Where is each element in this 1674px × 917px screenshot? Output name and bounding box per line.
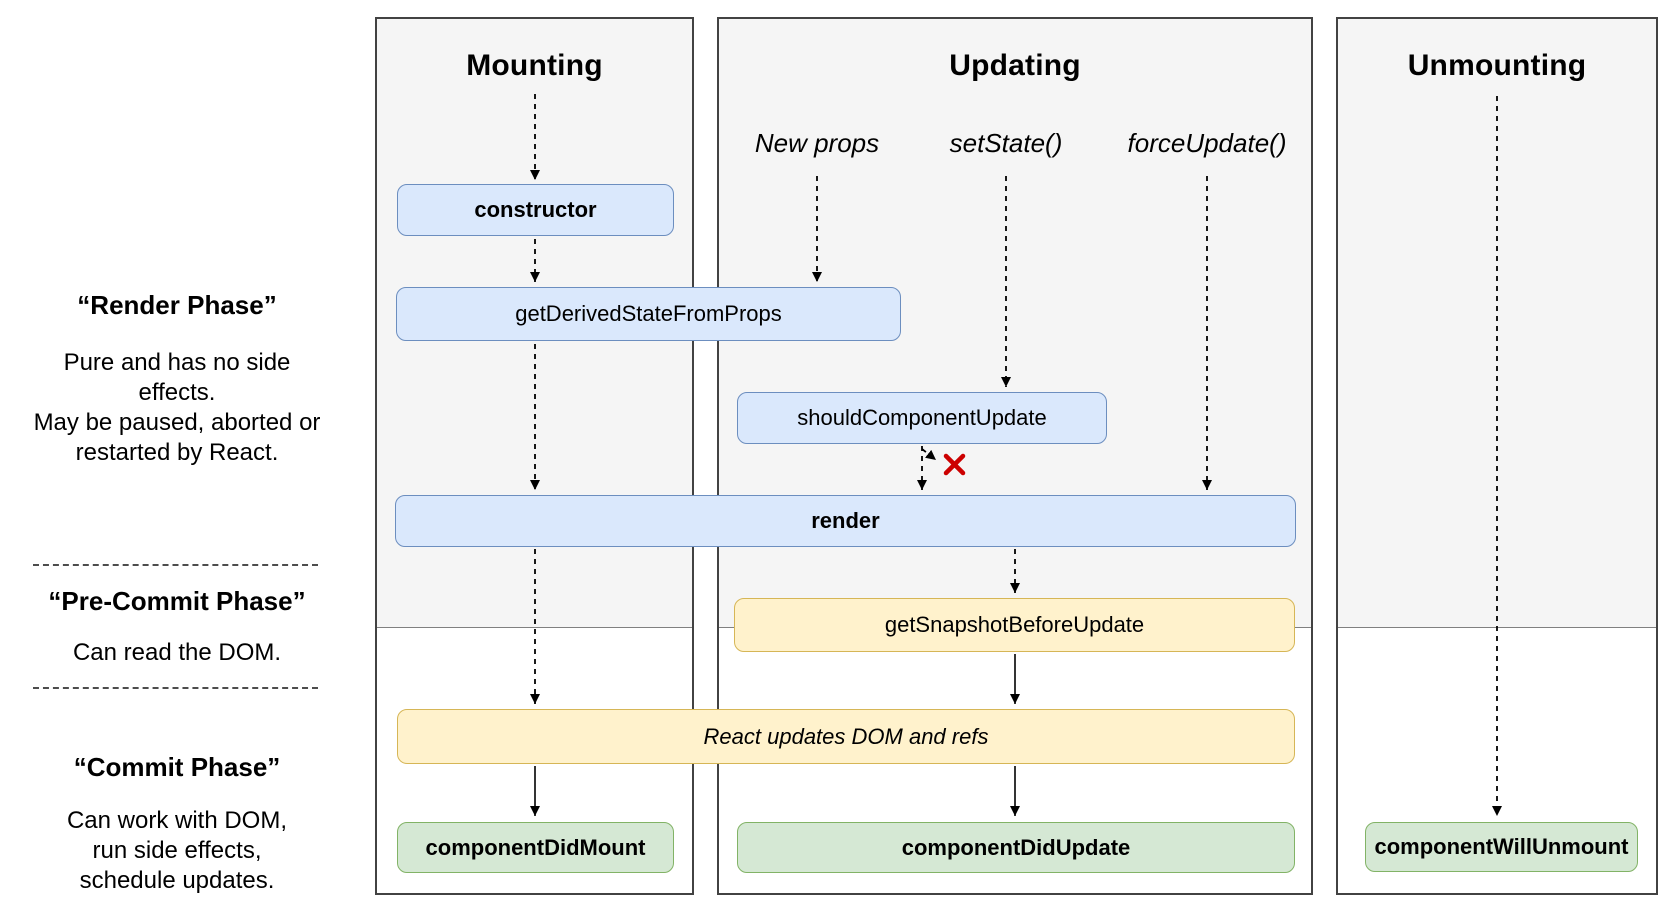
render-phase-line: Pure and has no side effects. [63,349,291,406]
commit-phase-line: Can work with DOM, [66,807,288,834]
node-get-snapshot-before-update: getSnapshotBeforeUpdate [734,598,1295,652]
render-phase-shade [1338,19,1656,628]
pre-commit-phase-title: “Pre-Commit Phase” [48,586,306,616]
trigger-new-props: New props [754,128,880,158]
node-component-did-mount: componentDidMount [397,822,674,873]
render-phase-line: restarted by React. [75,439,279,466]
node-constructor: constructor [397,184,674,236]
node-render: render [395,495,1296,547]
unmounting-column-title: Unmounting [1407,49,1587,82]
phase-divider-bottom [33,687,318,689]
render-phase-title: “Render Phase” [77,290,277,320]
node-get-derived-state-from-props: getDerivedStateFromProps [396,287,901,341]
unmounting-column: Unmounting [1336,17,1658,895]
trigger-force-update: forceUpdate() [1127,128,1287,158]
trigger-set-state: setState() [949,128,1063,158]
commit-phase-line: schedule updates. [79,867,275,894]
pre-commit-phase-description: Can read the DOM. [27,638,327,668]
render-phase-line: May be paused, aborted or [33,409,321,436]
updating-column-title: Updating [949,49,1081,82]
phase-divider-top [33,564,318,566]
commit-phase-line: run side effects, [92,837,262,864]
node-component-did-update: componentDidUpdate [737,822,1295,873]
node-should-component-update: shouldComponentUpdate [737,392,1107,444]
mounting-column-title: Mounting [466,49,603,82]
commit-phase-description: Can work with DOM, run side effects, sch… [27,806,327,896]
node-component-will-unmount: componentWillUnmount [1365,822,1638,872]
pre-commit-phase-line: Can read the DOM. [72,639,282,666]
node-react-updates-dom: React updates DOM and refs [397,709,1295,764]
render-phase-description: Pure and has no side effects. May be pau… [27,348,327,468]
commit-phase-title: “Commit Phase” [73,752,281,782]
